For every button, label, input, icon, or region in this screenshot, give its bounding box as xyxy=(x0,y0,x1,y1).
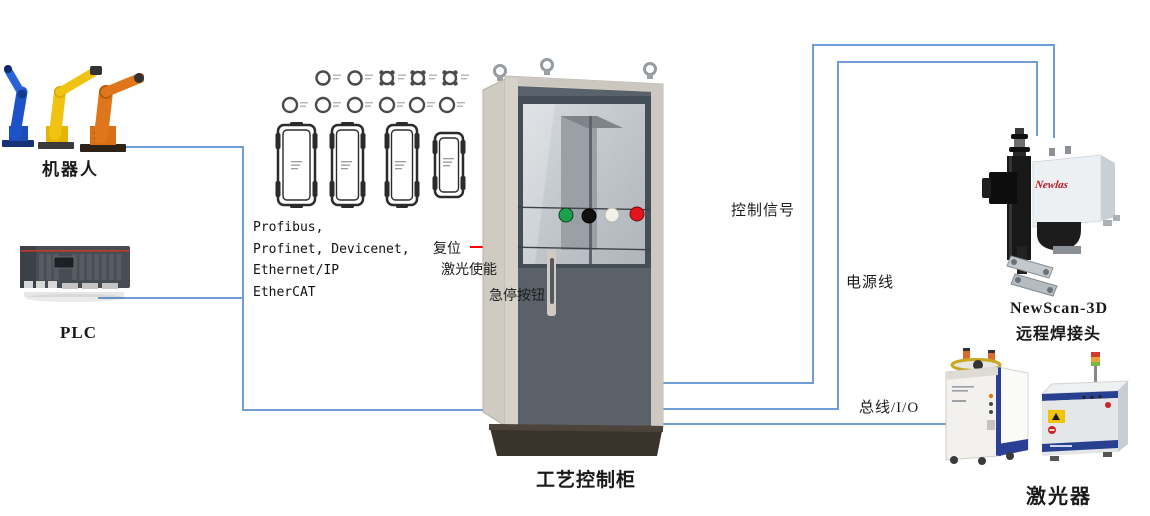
rect-connector-2 xyxy=(329,122,366,208)
welding-head-image: Newlas xyxy=(982,128,1120,297)
pillar-right xyxy=(651,85,663,427)
door-seam-lower xyxy=(506,246,664,251)
control-cabinet-image xyxy=(482,58,664,456)
laser-enable-button xyxy=(581,208,597,224)
plc-reflection xyxy=(24,292,124,297)
head-column-highlight xyxy=(1009,156,1012,260)
plc-shadow xyxy=(25,294,125,302)
plc-terminals xyxy=(24,281,118,289)
cabinet-plinth xyxy=(489,424,663,456)
head-clamp-block xyxy=(989,172,1017,204)
reset-button xyxy=(558,207,574,223)
round-connector-icons-row2 xyxy=(281,96,456,114)
door-handle xyxy=(550,258,554,304)
plc-display xyxy=(53,256,75,269)
rectangular-connector-icons xyxy=(275,122,466,208)
emergency-stop-button xyxy=(629,206,645,222)
laser-right-warning-sticker xyxy=(1048,410,1065,434)
laser-label: 激光器 xyxy=(1026,486,1092,508)
laser-right-estop xyxy=(1105,402,1111,408)
connector-corner-screws xyxy=(379,70,458,86)
fieldbus-line-1: Profibus, xyxy=(253,220,324,235)
plc-image xyxy=(20,246,130,302)
white-button xyxy=(604,207,620,223)
plinth-top xyxy=(489,424,663,432)
glass-reflection xyxy=(523,104,555,264)
optic-plate xyxy=(1053,246,1081,254)
pillar-left xyxy=(505,78,518,426)
fieldbus-protocol-list: Profibus, Profinet, Devicenet, Ethernet/… xyxy=(253,217,410,303)
emergency-stop-callout-label: 急停按钮 xyxy=(489,289,545,304)
eyebolt-icons xyxy=(493,58,657,81)
rect-connector-3 xyxy=(384,122,420,208)
scanner-optic xyxy=(1037,222,1081,250)
lower-door xyxy=(517,268,651,426)
laser-sources-image xyxy=(945,348,1130,465)
power-line xyxy=(659,61,1038,410)
lower-fixture xyxy=(1006,246,1058,297)
robot-yellow xyxy=(38,66,102,149)
welding-head-name: NewScan-3D xyxy=(1010,300,1108,317)
fieldbus-line-4: EtherCAT xyxy=(253,284,316,300)
welding-head-label: 远程焊接头 xyxy=(1016,326,1102,343)
robot-arms-image xyxy=(2,65,144,152)
control-signal-label: 控制信号 xyxy=(731,203,796,219)
control-signal-line xyxy=(659,44,1055,384)
laser-right xyxy=(1040,352,1130,461)
reset-callout-label: 复位 xyxy=(433,242,461,257)
rect-connector-4 xyxy=(432,131,466,199)
robot-to-cabinet-line xyxy=(97,146,493,411)
interior-post xyxy=(589,116,592,264)
laser-enable-callout-label: 激光使能 xyxy=(441,263,497,278)
cabinet-top-edge xyxy=(505,76,663,92)
laser-right-bottom-band xyxy=(1042,440,1118,452)
scanner-brand-text: Newlas xyxy=(1033,179,1069,191)
head-clamp-tab xyxy=(982,178,991,198)
power-line-label: 电源线 xyxy=(846,275,895,291)
fieldbus-line-3: Ethernet/IP xyxy=(253,263,340,278)
rect-connector-1 xyxy=(275,122,318,208)
cabinet-label: 工艺控制柜 xyxy=(536,470,637,491)
connector-spec-micro-text xyxy=(300,74,469,107)
fieldbus-line-2: Profinet, Devicenet, xyxy=(253,241,410,257)
cabinet-side-panel xyxy=(482,78,506,427)
plc-slots xyxy=(39,254,122,280)
bus-io-label: 总线/I/O xyxy=(859,400,920,416)
fiber-connector xyxy=(1009,128,1030,159)
round-connector-icons-row1 xyxy=(315,70,458,86)
plc-label: PLC xyxy=(60,323,97,342)
robot-orange xyxy=(80,73,144,152)
scanner-box: Newlas xyxy=(1032,146,1120,228)
cabinet-buttons xyxy=(558,206,645,224)
robot-blue xyxy=(2,65,34,147)
connector-icons-panel xyxy=(275,70,469,208)
laser-left-front-text xyxy=(952,386,974,402)
laser-left xyxy=(945,348,1029,465)
robot-label: 机器人 xyxy=(42,160,99,179)
blue-connection-lines xyxy=(97,44,1055,425)
